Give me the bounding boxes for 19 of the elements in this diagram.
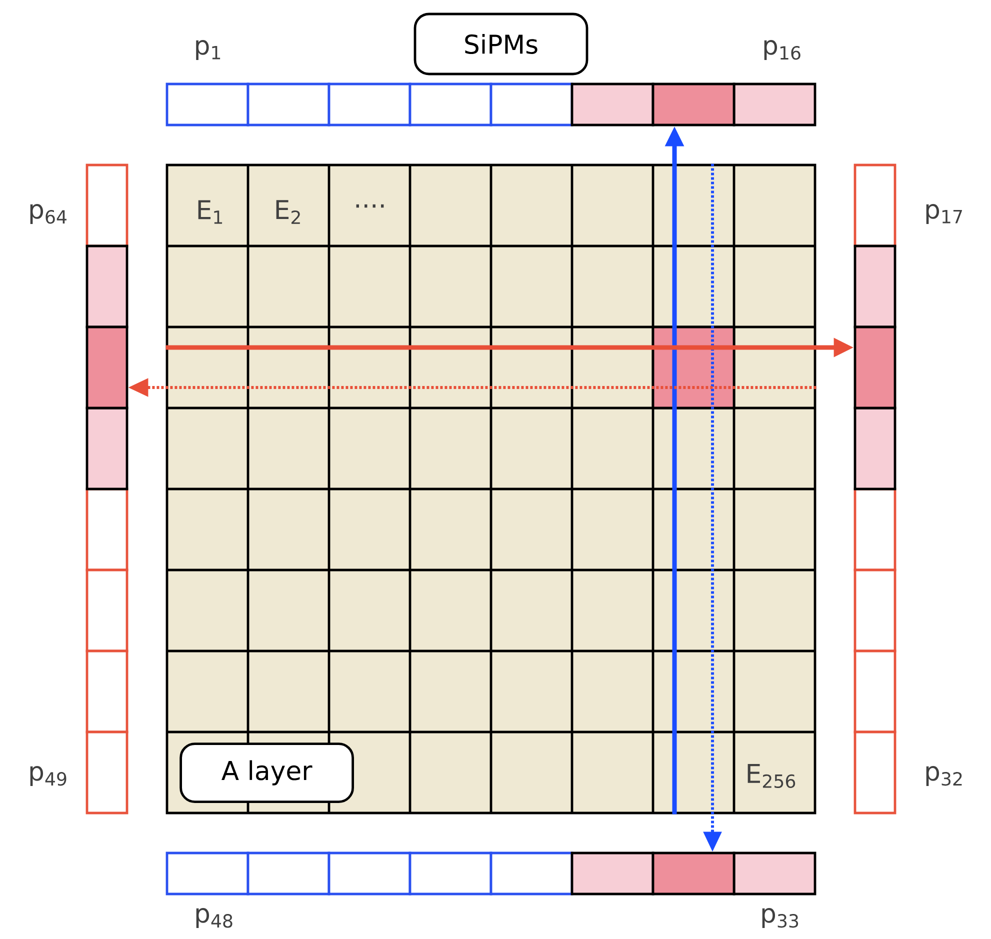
pin-label: p$_{17}$ (926, 204, 962, 224)
pin-label: p$_{16}$ (764, 40, 800, 60)
pin-label: p$_{32}$ (926, 766, 962, 786)
scintillator-grid (166, 164, 816, 814)
cell-label: E$_{256}$ (748, 764, 796, 788)
sipm-cell (854, 326, 896, 410)
cell-label: .... (356, 204, 384, 208)
cell-label: E$_{2}$ (276, 200, 300, 224)
sipm-cell (86, 326, 128, 410)
label-box: SiPMs (414, 12, 588, 76)
pin-label: p$_{49}$ (30, 766, 66, 786)
sipm-cell (652, 852, 736, 896)
sipm-cell (652, 82, 736, 126)
cell-label: E$_{1}$ (198, 200, 222, 224)
pin-label: p$_{48}$ (196, 908, 232, 928)
pin-label: p$_{64}$ (30, 204, 66, 224)
label-box: A layer (180, 742, 354, 803)
pin-label: p$_{1}$ (196, 40, 220, 60)
pin-label: p$_{33}$ (762, 908, 798, 928)
